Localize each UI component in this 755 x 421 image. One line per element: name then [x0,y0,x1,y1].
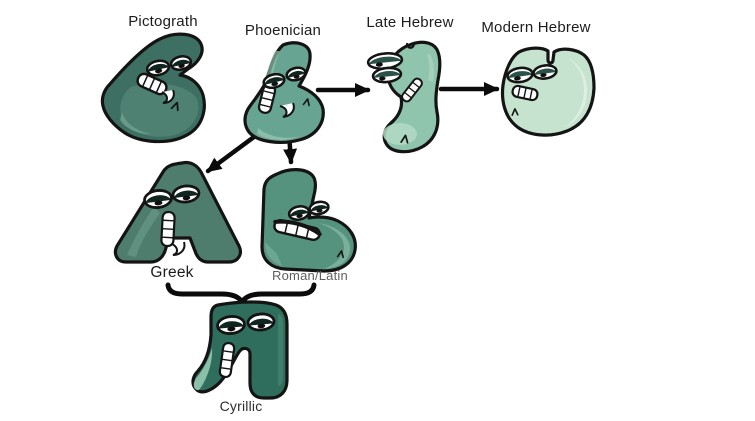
roman-latin-birthmark [336,250,344,259]
modern-hebrew-character [500,46,596,137]
late-hebrew-mouth [401,77,423,103]
pictograph-character [100,32,206,144]
label-phoenician: Phoenician [244,22,322,39]
label-roman-latin: Roman/Latin [272,268,348,283]
phoenician-birthmark [302,98,310,107]
label-pictograph: Pictograth [128,13,198,30]
pictograph-eyes [145,55,193,77]
label-modern-hebrew: Modern Hebrew [481,19,591,36]
late-hebrew-birthmark [400,134,409,144]
cyrillic-eyes [216,312,276,335]
pictograph-mouth [136,72,168,96]
pictograph-birthmark [170,101,179,112]
brace-greek-latin-to-cyrillic [165,282,317,307]
roman-latin-eyes [287,200,330,221]
modern-hebrew-eyes [506,64,558,84]
roman-latin-mouth [273,218,322,242]
label-cyrillic: Cyrillic [219,398,263,414]
greek-eyes [143,184,201,209]
phoenician-character [243,41,325,144]
cyrillic-mouth [218,341,236,379]
modern-hebrew-mouth [511,84,539,102]
arrow-phoenician-to-greek [205,128,265,174]
roman-latin-character [260,168,357,273]
late-hebrew-eyes [366,52,404,84]
phoenician-eyes [262,66,307,89]
greek-mouth [160,210,176,248]
label-greek: Greek [150,264,194,281]
modern-hebrew-birthmark [511,108,519,117]
greek-character [113,160,242,264]
cyrillic-character [191,300,289,400]
late-hebrew-character [366,40,442,154]
label-late-hebrew: Late Hebrew [366,14,454,31]
